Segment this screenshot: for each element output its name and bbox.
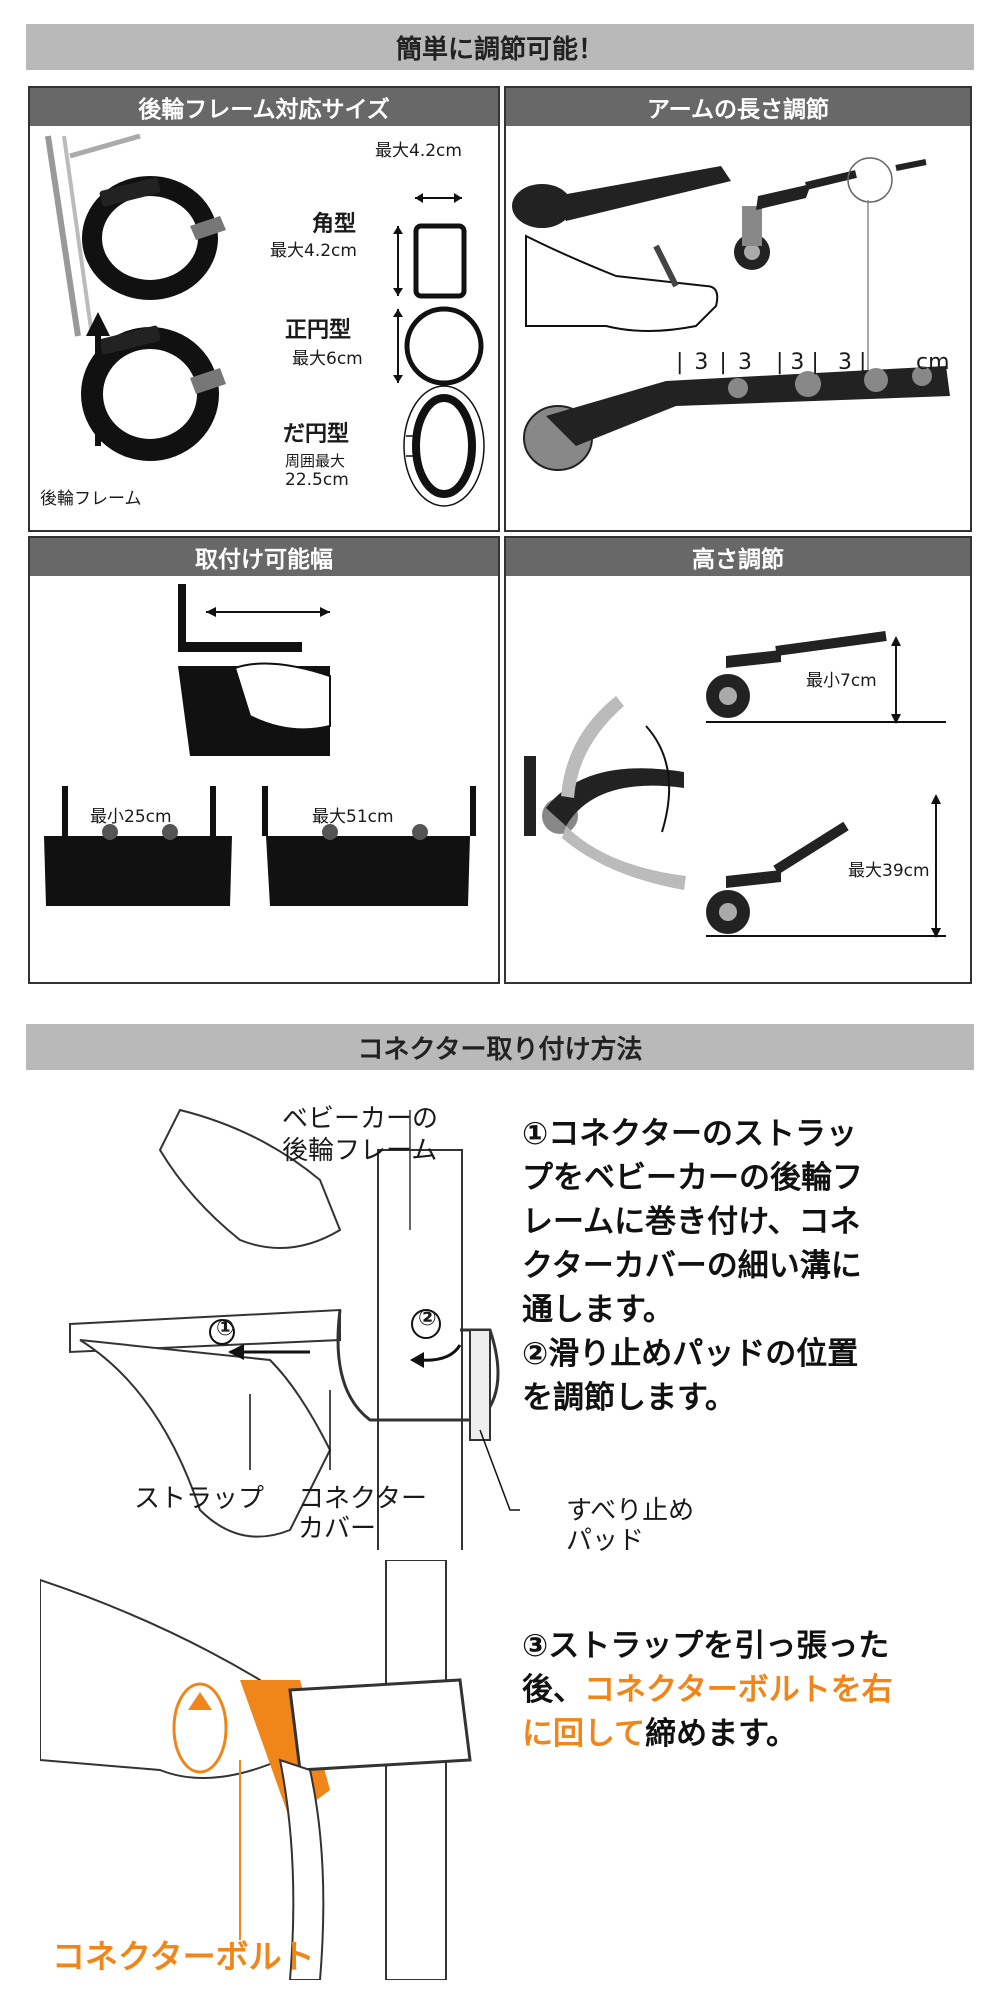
square-type-name: 角型	[312, 212, 357, 237]
square-type-max: 最大4.2cm	[270, 241, 357, 261]
cover-label-line1: コネクター	[298, 1484, 427, 1514]
height-adjust-illustration	[524, 631, 946, 938]
mount-width-illustration	[44, 584, 476, 906]
instr-line: クターカバーの細い溝に	[522, 1248, 862, 1284]
step2-marker: ②	[418, 1306, 437, 1331]
rear-frame-label: 後輪フレーム	[40, 489, 142, 509]
panel-arm-length: アームの長さ調節 | 3 | 3 | 3 | 3 | cm	[504, 86, 972, 532]
section-banner-install: コネクター取り付け方法	[26, 1024, 974, 1070]
instr-line: を調節します。	[522, 1380, 736, 1416]
instr-line: 後、コネクターボルトを右	[522, 1672, 893, 1708]
step1-marker: ①	[216, 1316, 235, 1341]
instr-line: に回して締めます。	[522, 1716, 797, 1752]
height-min-label: 最小7cm	[806, 671, 877, 691]
round-type-max: 最大6cm	[292, 349, 363, 369]
arm-scale-4: 3 |	[838, 350, 867, 375]
frame-size-illustration	[45, 133, 485, 507]
arm-length-illustration	[512, 157, 950, 471]
width-min-label: 最小25cm	[90, 807, 172, 827]
frame-label-line2: 後輪フレーム	[282, 1136, 438, 1166]
panel-title: 取付け可能幅	[30, 538, 498, 576]
instr-line: レームに巻き付け、コネ	[522, 1204, 861, 1240]
panel-title: アームの長さ調節	[506, 88, 970, 126]
section-banner-adjustable: 簡単に調節可能！	[26, 24, 974, 70]
instr-line: ②滑り止めパッドの位置	[522, 1336, 859, 1372]
panel-title: 後輪フレーム対応サイズ	[30, 88, 498, 126]
cover-label-line2: カバー	[298, 1514, 377, 1544]
connector-install-illustration	[69, 1108, 520, 1550]
arm-scale-1: | 3 |	[676, 350, 729, 375]
highlight-text: コネクターボルトを右	[584, 1672, 893, 1708]
strap-label: ストラップ	[134, 1484, 265, 1514]
instr-line: 通します。	[522, 1292, 674, 1328]
oval-type-value: 22.5cm	[285, 470, 349, 490]
panel-frame-sizes: 後輪フレーム対応サイズ 最大4.2cm 角型 最大4.2cm 正円型	[28, 86, 500, 532]
arm-scale-2: 3	[738, 350, 752, 375]
arm-scale-3: | 3 |	[776, 350, 819, 375]
panel-title: 高さ調節	[506, 538, 970, 576]
instr-line: プをベビーカーの後輪フ	[522, 1160, 863, 1196]
pad-label-line1: すべり止め	[566, 1496, 695, 1526]
instructions-step-3: ③ストラップを引っ張った 後、コネクターボルトを右 に回して締めます。	[522, 1624, 992, 1756]
frame-label-line1: ベビーカーの	[282, 1104, 439, 1134]
pad-label-line2: パッド	[566, 1526, 645, 1556]
connector-bolt-illustration	[40, 1560, 472, 1980]
instructions-step-1-2: ①コネクターのストラッ プをベビーカーの後輪フ レームに巻き付け、コネ クターカ…	[522, 1112, 982, 1420]
arm-scale-unit: cm	[916, 350, 950, 375]
height-max-label: 最大39cm	[848, 861, 930, 881]
oval-type-note: 周囲最大	[285, 452, 346, 470]
instr-line: ③ストラップを引っ張った	[522, 1628, 890, 1664]
panel-height-adjust: 高さ調節 最小7cm 最大39cm	[504, 536, 972, 984]
width-max-label: 最大51cm	[312, 807, 394, 827]
round-type-name: 正円型	[285, 318, 352, 343]
panel-mount-width: 取付け可能幅 最小25cm 最大51cm	[28, 536, 500, 984]
oval-type-name: だ円型	[283, 422, 350, 447]
connector-bolt-label: コネクターボルト	[52, 1937, 315, 1976]
instr-line: ①コネクターのストラッ	[522, 1116, 858, 1152]
highlight-text: に回して	[522, 1716, 646, 1752]
square-top-max: 最大4.2cm	[375, 141, 462, 161]
